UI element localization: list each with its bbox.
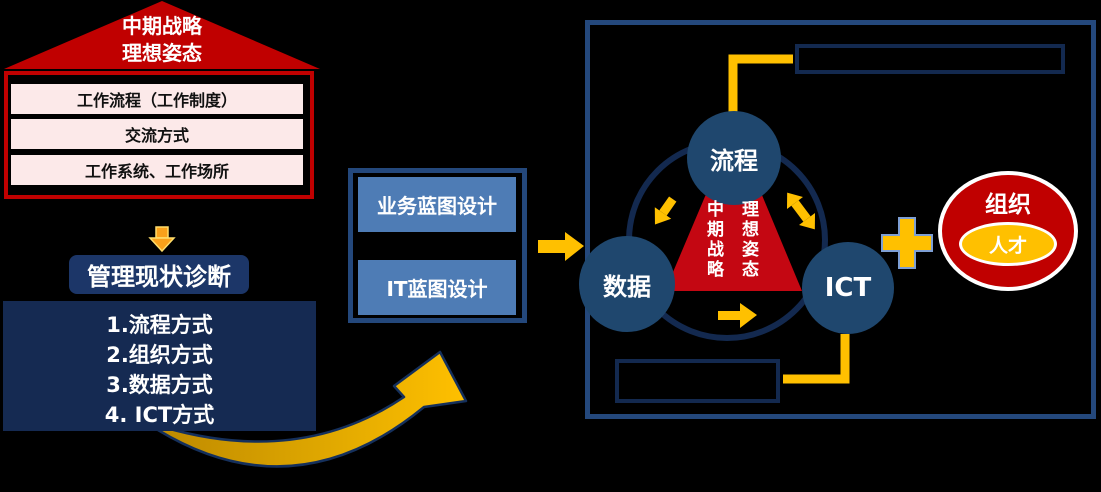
talent-ellipse: 人才 — [959, 222, 1057, 266]
bottom-placeholder-box — [615, 359, 780, 403]
house-roof — [4, 1, 320, 69]
roof-title-line1: 中期战略 — [122, 14, 202, 38]
diagnosis-item: 1.流程方式 — [106, 313, 213, 337]
plus-icon — [881, 217, 933, 269]
house-row-3: 工作系统、工作场所 — [11, 155, 303, 185]
connector-top-icon — [728, 54, 793, 114]
organization-ellipse: 组织 人才 — [938, 171, 1078, 291]
roof-title: 中期战略 理想姿态 — [62, 13, 262, 67]
curved-arrow-icon — [156, 350, 468, 468]
down-arrow-icon — [148, 226, 176, 253]
diagnosis-item: 3.数据方式 — [106, 373, 213, 397]
house-row-1: 工作流程（工作制度） — [11, 84, 303, 114]
house-row-2: 交流方式 — [11, 119, 303, 149]
cycle-arrow-icon — [654, 196, 677, 225]
double-arrow-icon — [786, 192, 816, 230]
diagnosis-item: 4. ICT方式 — [104, 403, 215, 427]
triangle-label-left: 中期战略 — [703, 200, 723, 280]
diagnosis-item: 2.组织方式 — [106, 343, 213, 367]
process-circle: 流程 — [687, 111, 781, 205]
diagnosis-title: 管理现状诊断 — [69, 255, 249, 294]
right-arrow-icon — [718, 303, 757, 328]
business-blueprint-box: 业务蓝图设计 — [358, 177, 516, 232]
diagnosis-item-list: 1.流程方式 2.组织方式 3.数据方式 4. ICT方式 — [3, 310, 316, 430]
top-placeholder-box — [795, 44, 1065, 74]
triangle-label-right: 理想姿态 — [738, 200, 758, 280]
it-blueprint-box: IT蓝图设计 — [358, 260, 516, 315]
roof-title-line2: 理想姿态 — [122, 41, 202, 65]
organization-label: 组织 — [985, 192, 1031, 218]
right-arrow-icon — [538, 232, 584, 261]
diagnosis-box: 1.流程方式 2.组织方式 3.数据方式 4. ICT方式 — [3, 301, 316, 431]
ict-circle: ICT — [802, 242, 894, 334]
connector-bottom-icon — [783, 334, 850, 384]
data-circle: 数据 — [579, 236, 675, 332]
cycle-container-box — [585, 20, 1096, 419]
strategy-triangle — [665, 128, 802, 291]
